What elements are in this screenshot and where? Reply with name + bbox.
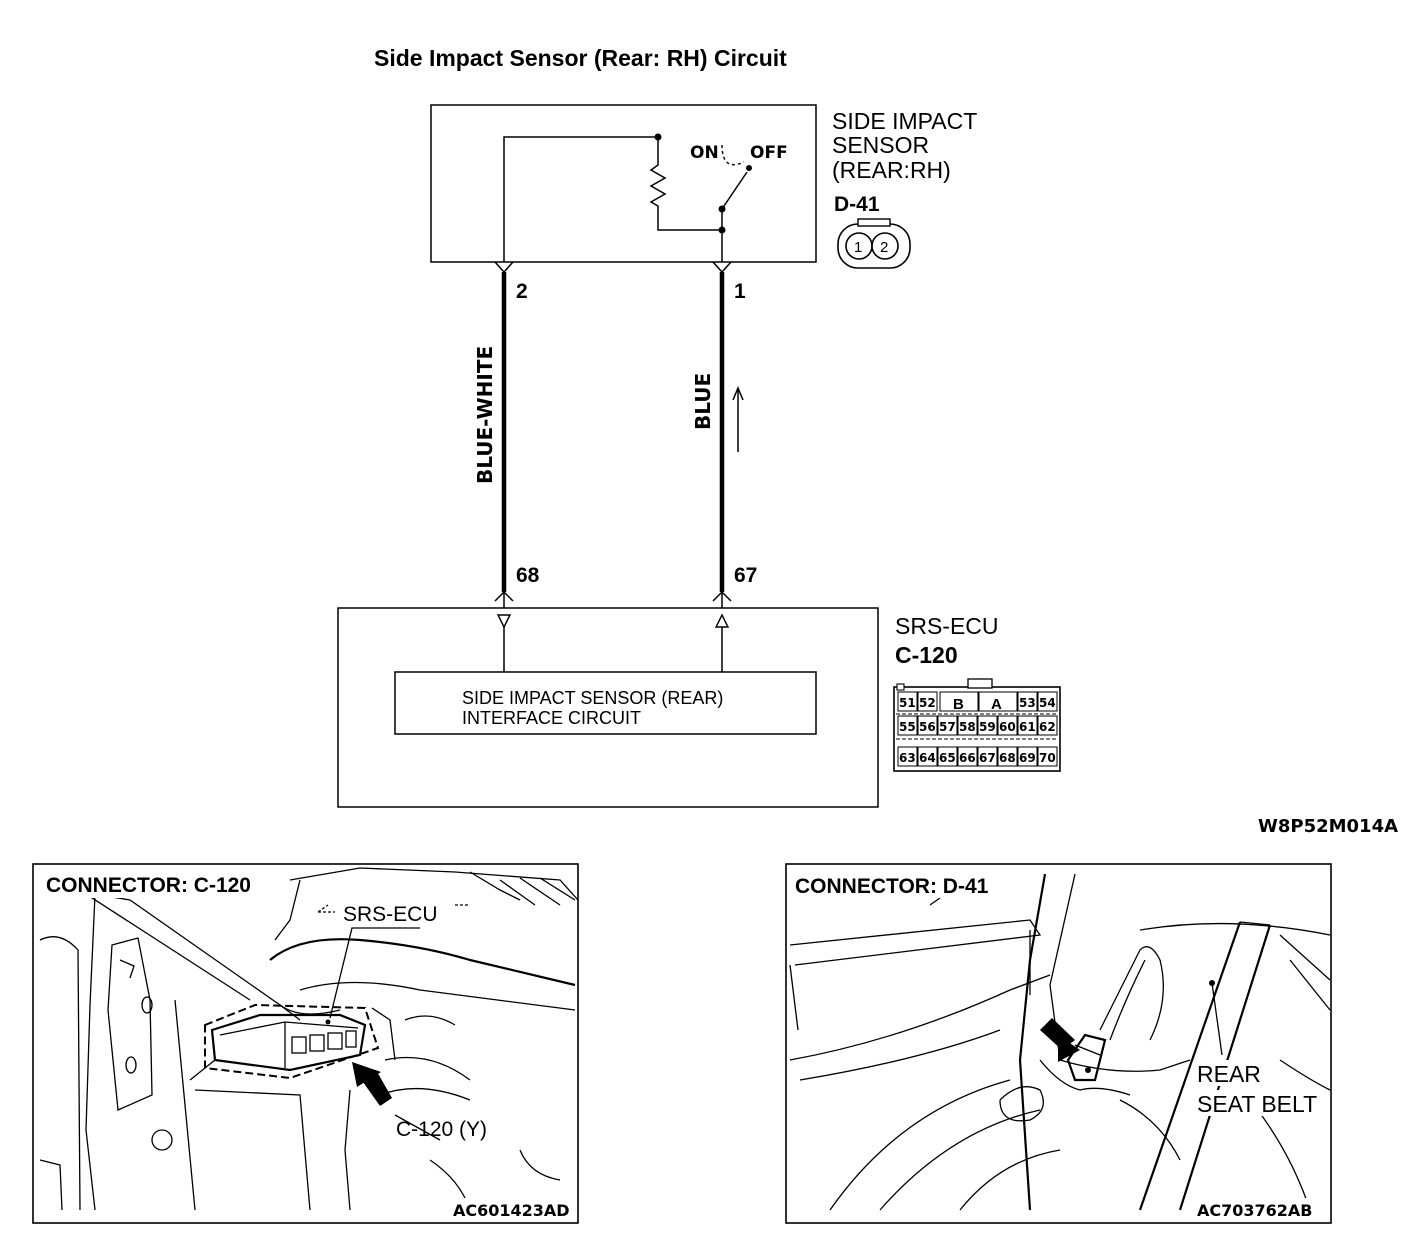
switch-contact [746, 165, 752, 171]
pin-53: 53 [1019, 696, 1036, 710]
photo-code-right: AC703762AB [1197, 1201, 1313, 1220]
pin-57: 57 [939, 720, 956, 734]
pin-58: 58 [959, 720, 976, 734]
diagram-title: Side Impact Sensor (Rear: RH) Circuit [374, 45, 787, 71]
wire-left [494, 261, 514, 608]
sensor-internal-wire-left [503, 136, 658, 262]
sensor-name-line2: SENSOR [832, 132, 929, 158]
ecu-pin-68: 68 [516, 564, 540, 587]
pin-54: 54 [1039, 696, 1056, 710]
output-triangle [714, 613, 730, 628]
interface-line1: SIDE IMPACT SENSOR (REAR) [462, 688, 723, 708]
sensor-name-line1: SIDE IMPACT [832, 108, 977, 134]
pin-56: 56 [919, 720, 936, 734]
connector-chevron [494, 261, 514, 274]
photo-panel-d41: CONNECTOR: D-41 REAR SEAT BELT AC703762A… [785, 863, 1332, 1224]
c120-connector-grid: 51 52 B A 53 54 55 56 57 58 59 60 61 62 [893, 678, 1061, 772]
switch-on-label: ON [690, 143, 719, 163]
d41-pin-1: 1 [854, 239, 862, 256]
pin-51: 51 [899, 696, 916, 710]
photo-label-c120-y: C-120 (Y) [396, 1118, 487, 1141]
pin-row-3: 63 64 65 66 67 68 69 70 [897, 746, 1058, 767]
wire-color-left: BLUE-WHITE [473, 346, 497, 484]
pin-69: 69 [1019, 751, 1036, 765]
pin-64: 64 [919, 751, 936, 765]
photo-code-left: AC601423AD [453, 1201, 570, 1220]
pin-61: 61 [1019, 720, 1036, 734]
interface-line2: INTERFACE CIRCUIT [462, 708, 641, 728]
photo-caption-c120: CONNECTOR: C-120 [46, 874, 251, 897]
d41-pin-2: 2 [880, 239, 888, 256]
wire-color-right: BLUE [691, 373, 715, 430]
pin-52: 52 [919, 696, 936, 710]
switch-off-label: OFF [750, 143, 788, 163]
photo-label-rear: REAR [1197, 1061, 1261, 1087]
pin-62: 62 [1039, 720, 1056, 734]
pin-63: 63 [899, 751, 916, 765]
switch-travel-arc [721, 144, 745, 166]
sensor-pin-2: 2 [516, 280, 528, 303]
d41-connector-icon: 1 2 [837, 218, 911, 269]
interface-circuit-box [394, 671, 817, 735]
c120-illustration [39, 867, 579, 1211]
photo-caption-d41: CONNECTOR: D-41 [795, 875, 989, 898]
photo-label-seat-belt: SEAT BELT [1197, 1091, 1317, 1117]
sensor-name-line3: (REAR:RH) [832, 157, 951, 183]
ecu-name: SRS-ECU [895, 613, 999, 639]
ecu-pin-67: 67 [734, 564, 757, 587]
side-impact-sensor: ON OFF [430, 104, 817, 263]
pin-60: 60 [999, 720, 1016, 734]
sensor-box [430, 104, 817, 263]
pin-68: 68 [999, 751, 1016, 765]
ecu-connector-id: C-120 [895, 642, 958, 668]
resistor-symbol [649, 137, 722, 231]
photo-label-srs-ecu: SRS-ECU [343, 903, 438, 926]
connector-chevron [712, 261, 732, 274]
pin-70: 70 [1039, 751, 1056, 765]
diagram-code: W8P52M014A [1258, 816, 1398, 837]
srs-ecu: SIDE IMPACT SENSOR (REAR) INTERFACE CIRC… [337, 607, 879, 808]
pin-group-a: A [991, 696, 1002, 713]
pin-row-2: 55 56 57 58 59 60 61 62 [897, 715, 1058, 736]
ecu-box [337, 607, 879, 808]
pin-59: 59 [979, 720, 996, 734]
pin-55: 55 [899, 720, 916, 734]
input-triangle [496, 614, 512, 629]
pin-65: 65 [939, 751, 956, 765]
pin-67: 67 [979, 751, 996, 765]
photo-panel-c120: CONNECTOR: C-120 SRS-ECU C-120 (Y) AC601… [32, 863, 579, 1224]
current-direction-arrow [732, 386, 744, 452]
wire-right [712, 261, 732, 608]
switch-blade [721, 171, 748, 210]
sensor-pin-1: 1 [734, 280, 746, 303]
pin-group-b: B [953, 696, 964, 713]
pin-66: 66 [959, 751, 976, 765]
sensor-connector-id: D-41 [834, 193, 880, 216]
